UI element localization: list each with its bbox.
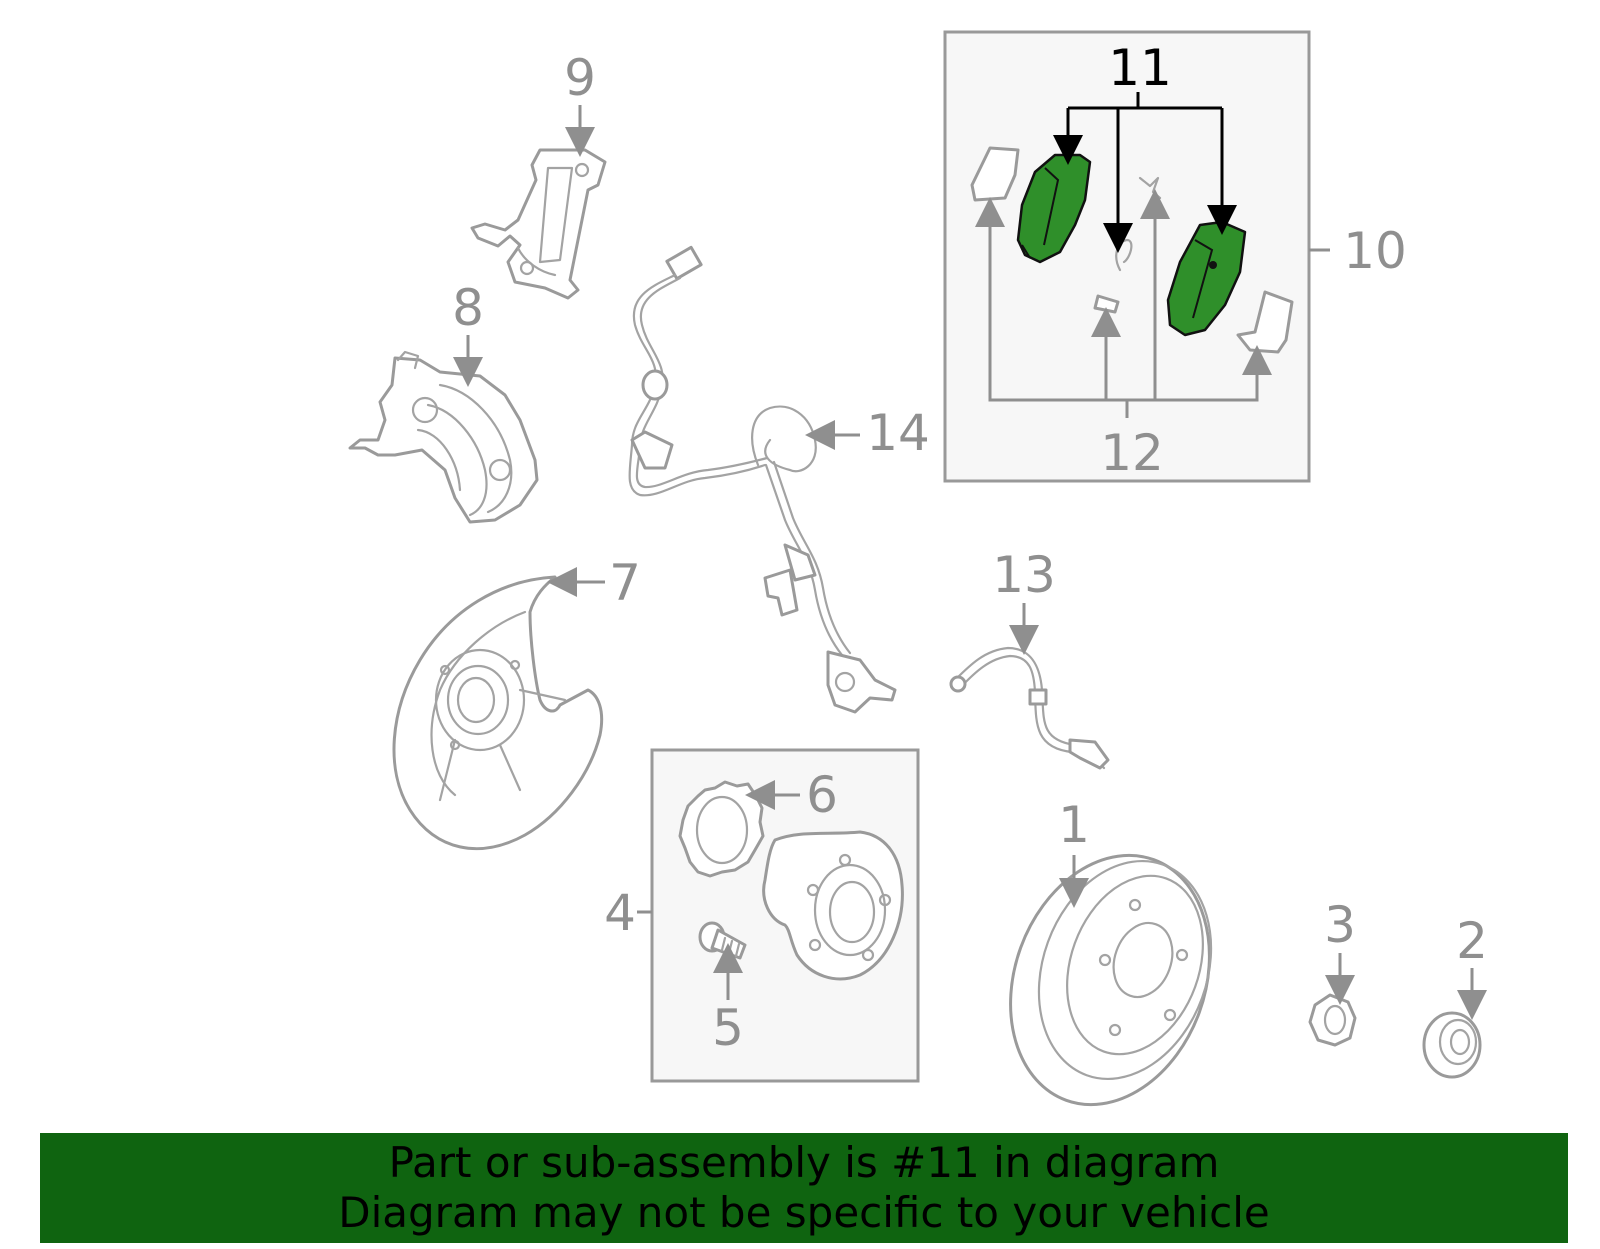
callout-6: 6 — [806, 766, 838, 824]
callout-1: 1 — [1058, 796, 1090, 854]
parts-diagram: 1 2 3 4 5 6 7 8 9 10 11 12 13 14 — [348, 30, 1488, 1107]
brake-rotor-part — [1009, 853, 1213, 1107]
banner-line-part-number: Part or sub-assembly is #11 in diagram — [388, 1138, 1220, 1187]
callout-2: 2 — [1456, 912, 1488, 970]
brake-pad-right — [1166, 220, 1247, 337]
callout-7: 7 — [609, 554, 641, 612]
info-banner: Part or sub-assembly is #11 in diagram D… — [40, 1133, 1568, 1243]
abs-harness-part — [628, 245, 897, 714]
callout-12: 12 — [1100, 424, 1164, 482]
callout-11: 11 — [1108, 39, 1172, 97]
brake-caliper-part — [348, 350, 539, 524]
callout-9: 9 — [564, 49, 596, 107]
brake-pad-left — [1016, 153, 1092, 264]
callout-14: 14 — [866, 404, 930, 462]
callout-5: 5 — [712, 999, 744, 1057]
caliper-bracket-part — [470, 148, 607, 300]
leader-lines — [453, 92, 1487, 1020]
hub-part — [762, 830, 904, 981]
axle-nut-part — [1422, 1011, 1482, 1079]
callout-3: 3 — [1324, 896, 1356, 954]
brake-hose-part — [949, 646, 1110, 770]
callout-4: 4 — [604, 884, 636, 942]
lug-nut-part — [1308, 993, 1357, 1047]
callout-labels: 1 2 3 4 5 6 7 8 9 10 11 12 13 14 — [452, 39, 1488, 1057]
callout-13: 13 — [992, 546, 1056, 604]
banner-line-disclaimer: Diagram may not be specific to your vehi… — [338, 1188, 1270, 1237]
dust-shield-part — [392, 575, 604, 851]
callout-8: 8 — [452, 279, 484, 337]
callout-10: 10 — [1343, 222, 1407, 280]
